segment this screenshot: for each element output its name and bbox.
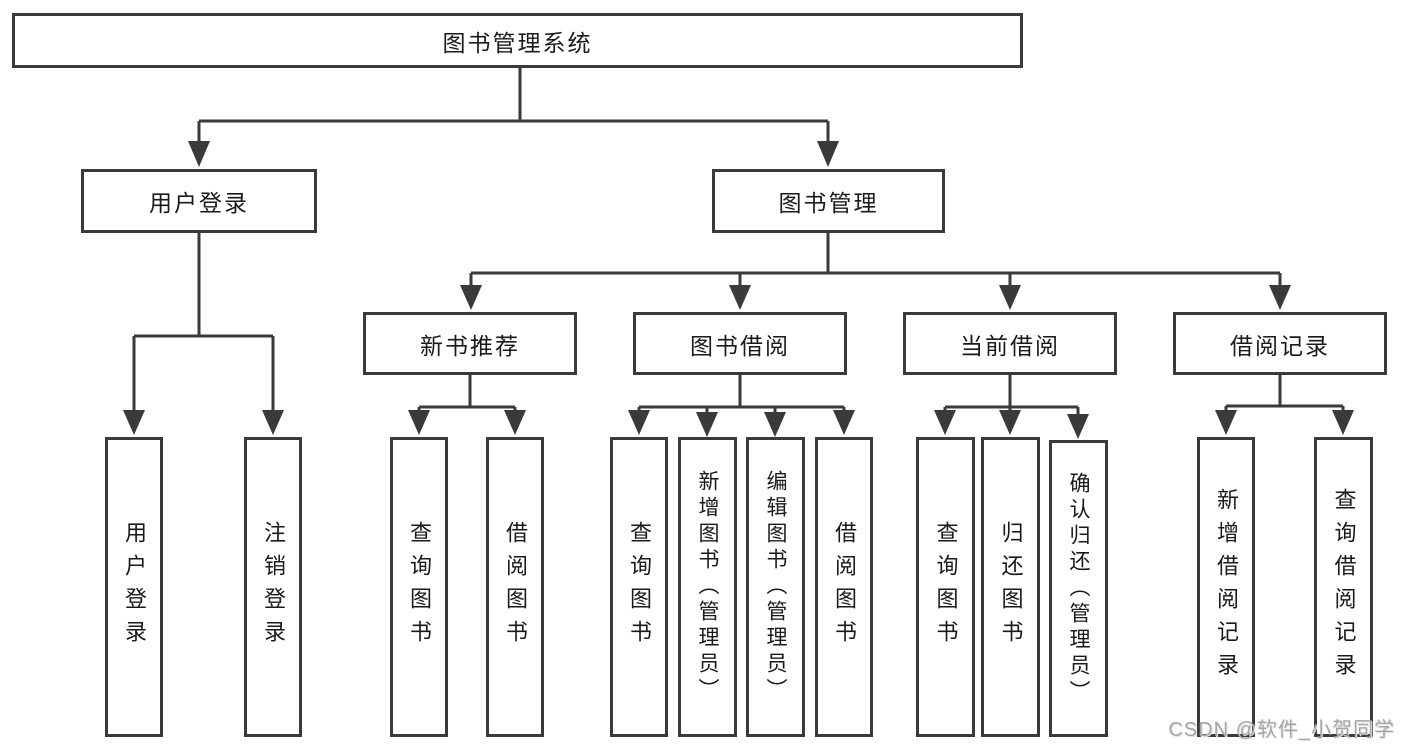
- node-label: 查询图书: [627, 521, 652, 653]
- leaf-confirm-return-admin: 确认归还（管理员）: [1049, 440, 1108, 737]
- node-book-management: 图书管理: [712, 169, 945, 233]
- node-label: 用户登录: [122, 521, 147, 653]
- node-label: 注销登录: [261, 521, 286, 653]
- node-new-book-recommend: 新书推荐: [363, 312, 577, 375]
- leaf-edit-book-admin: 编辑图书（管理员）: [746, 437, 805, 737]
- node-label: 借阅图书: [503, 521, 528, 653]
- leaf-add-borrow-record: 新增借阅记录: [1197, 437, 1255, 737]
- node-label: 借阅图书: [832, 521, 857, 653]
- node-label: 新增图书（管理员）: [696, 470, 719, 704]
- leaf-logout: 注销登录: [244, 437, 302, 737]
- leaf-add-book-admin: 新增图书（管理员）: [678, 437, 737, 737]
- node-label: 新增借阅记录: [1214, 488, 1239, 686]
- node-label: 编辑图书（管理员）: [764, 470, 787, 704]
- node-label: 图书管理: [778, 190, 879, 216]
- leaf-borrow-book: 借阅图书: [815, 437, 873, 737]
- node-label: 用户登录: [149, 190, 249, 216]
- leaf-return-book: 归还图书: [981, 437, 1040, 737]
- leaf-query-book-recommend: 查询图书: [390, 437, 448, 737]
- node-label: 图书借阅: [690, 332, 790, 359]
- leaf-query-book-borrow: 查询图书: [610, 437, 668, 737]
- node-label: 查询借阅记录: [1331, 488, 1357, 686]
- node-label: 图书管理系统: [442, 29, 593, 56]
- leaf-user-login: 用户登录: [105, 437, 163, 737]
- node-label: 归还图书: [998, 521, 1024, 653]
- node-label: 确认归还（管理员）: [1067, 471, 1090, 706]
- node-library-management-system: 图书管理系统: [12, 13, 1023, 68]
- node-label: 查询图书: [407, 521, 432, 653]
- node-book-borrow: 图书借阅: [633, 312, 847, 375]
- node-user-login: 用户登录: [81, 169, 317, 233]
- node-label: 借阅记录: [1230, 332, 1330, 359]
- leaf-query-borrow-record: 查询借阅记录: [1314, 437, 1373, 737]
- watermark: CSDN @软件_小贺同学: [1168, 719, 1395, 741]
- node-label: 查询图书: [933, 521, 959, 653]
- leaf-borrow-book-recommend: 借阅图书: [486, 437, 544, 737]
- node-label: 新书推荐: [420, 332, 520, 359]
- node-borrow-records: 借阅记录: [1173, 312, 1387, 375]
- node-current-borrow: 当前借阅: [903, 312, 1117, 375]
- leaf-query-book-current: 查询图书: [916, 437, 975, 737]
- node-label: 当前借阅: [960, 332, 1060, 359]
